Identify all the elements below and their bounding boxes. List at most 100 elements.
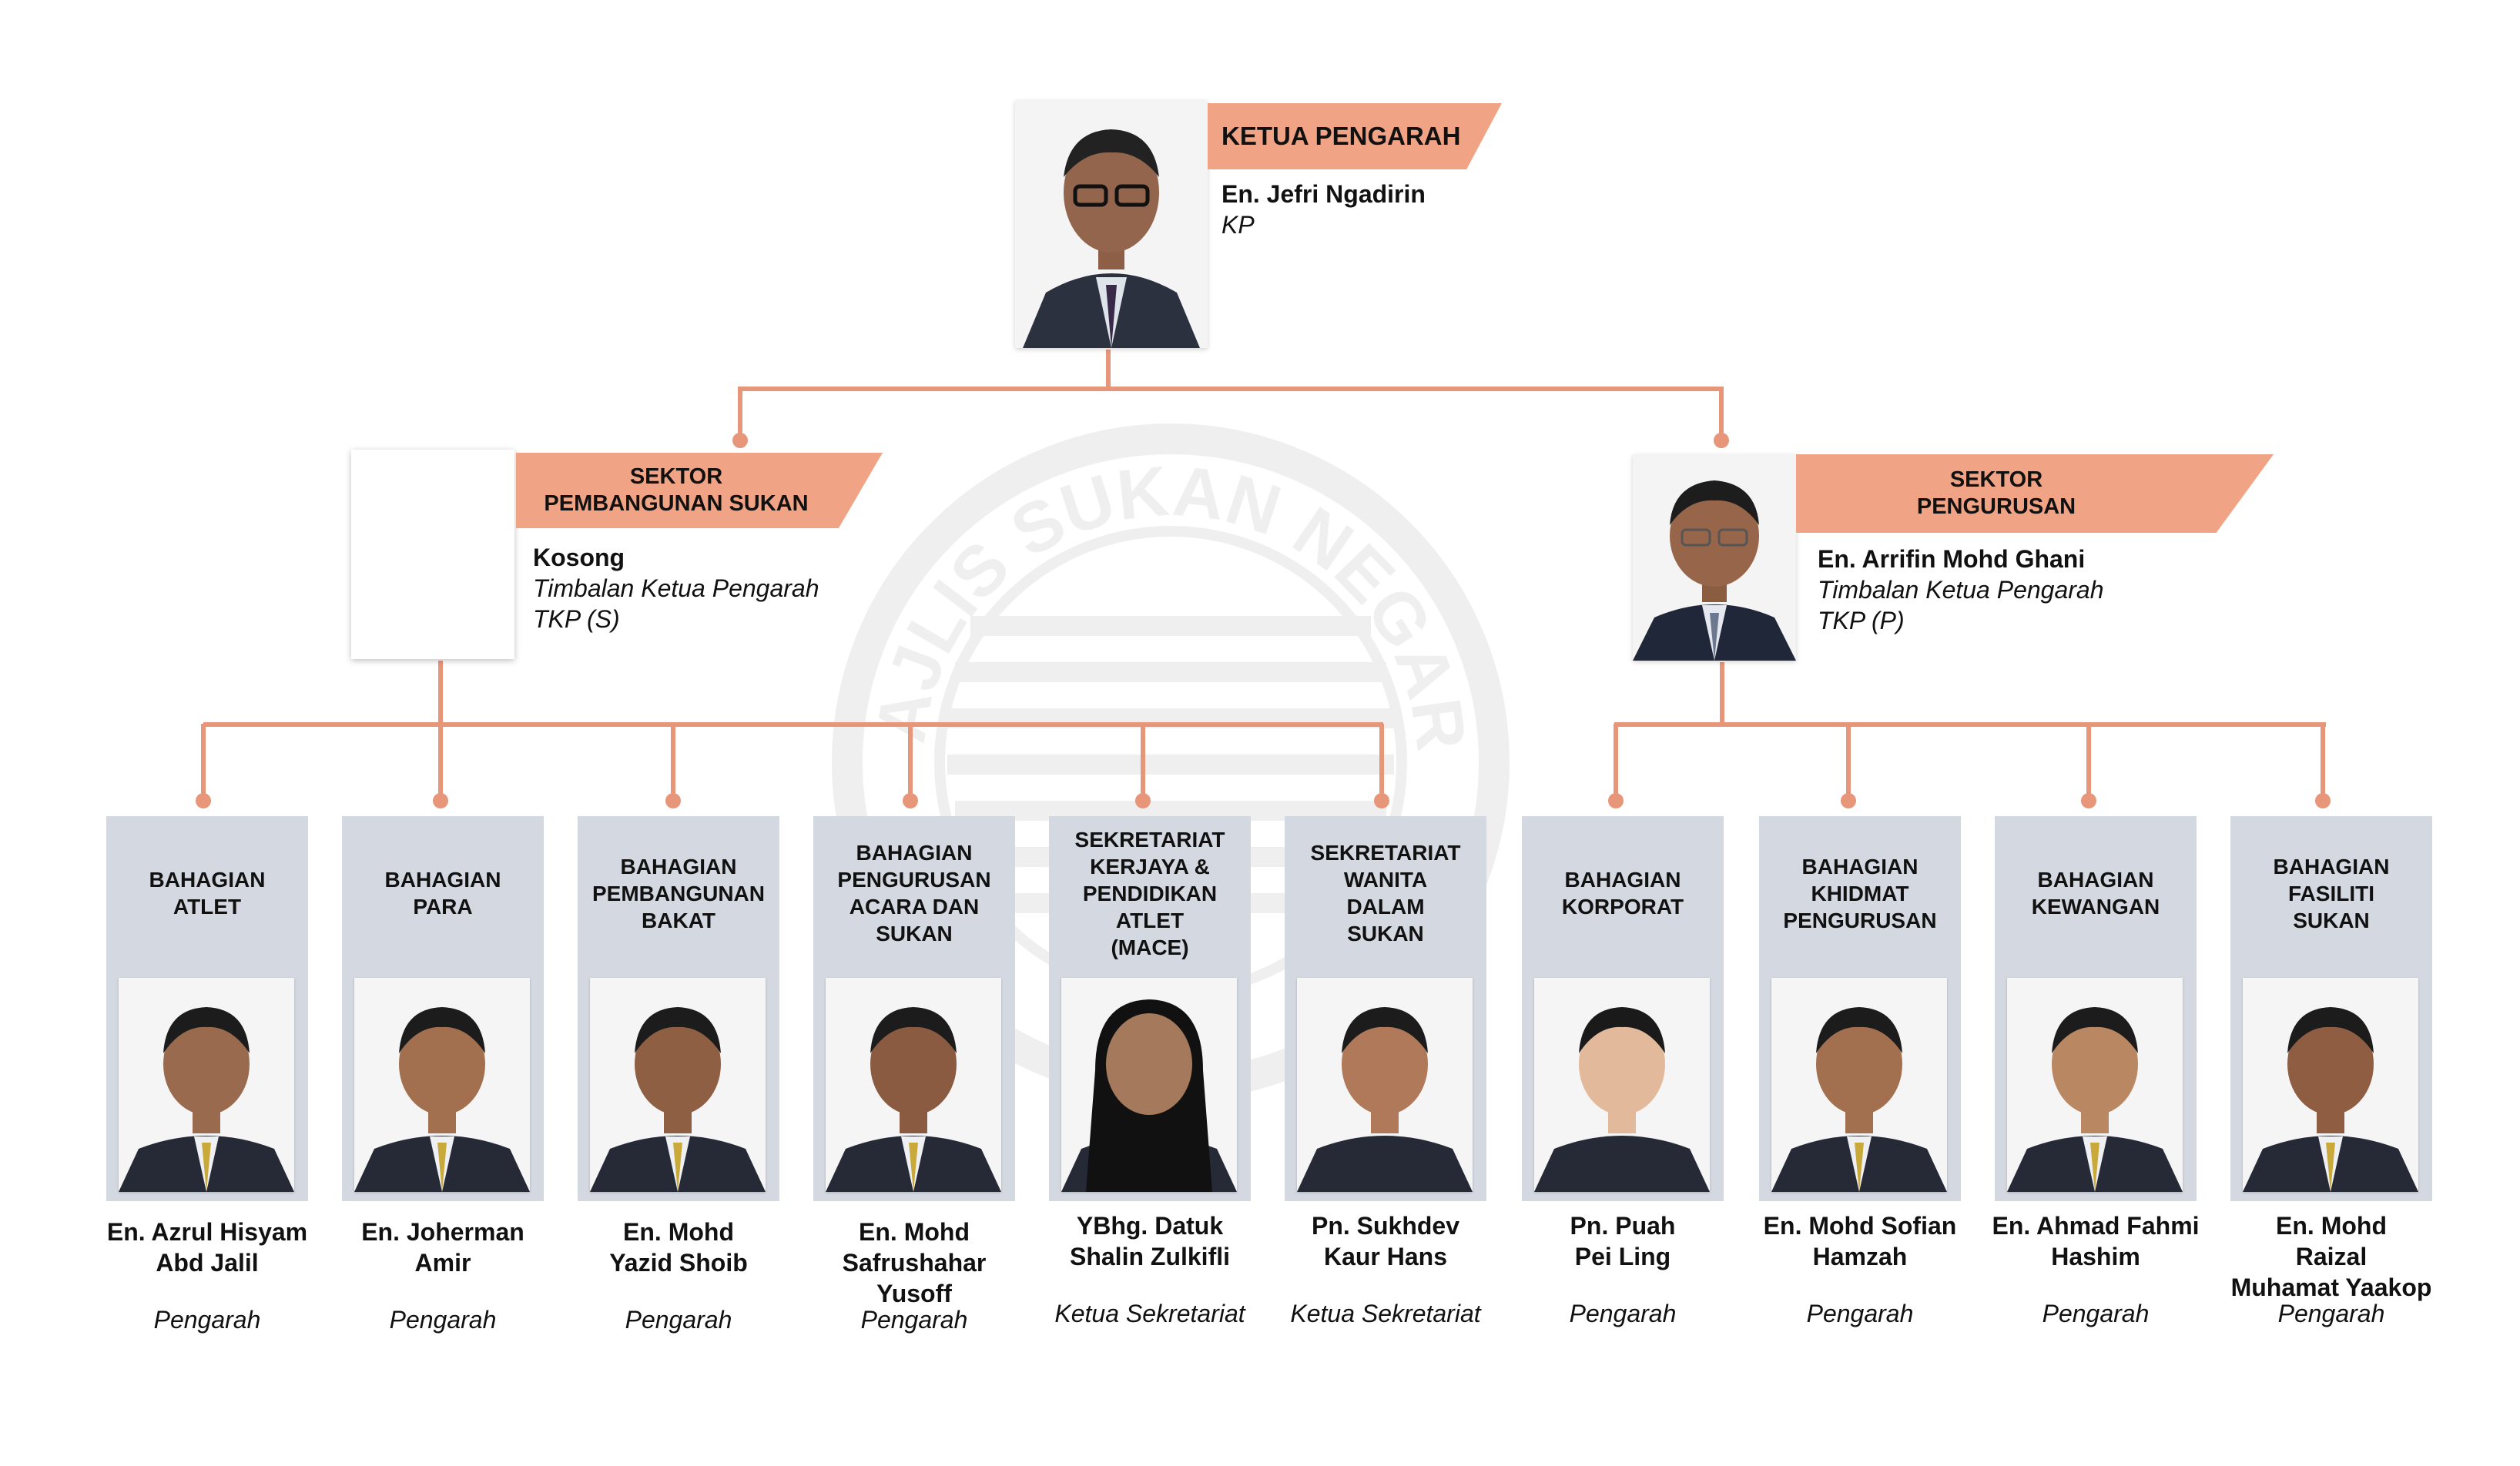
sector-management-code: TKP (P) (1818, 607, 1905, 634)
connector-dot (433, 793, 448, 808)
division-head-photo (1534, 978, 1710, 1192)
sector-management-title: Timbalan Ketua Pengarah (1818, 576, 2104, 604)
connector (1719, 387, 1724, 439)
connector-dot (1841, 793, 1856, 808)
division-head-title: Pengarah (2042, 1300, 2150, 1327)
connector (1141, 724, 1145, 798)
division-title-line: SUKAN (2293, 908, 2370, 932)
division-title-line: KERJAYA & (1090, 854, 1210, 879)
person-portrait-icon (2007, 978, 2183, 1192)
division-head-title: Pengarah (1569, 1300, 1677, 1327)
division-title-line: BAHAGIAN (149, 868, 266, 892)
person-portrait-icon (826, 978, 1001, 1192)
division-title-line: (MACE) (1111, 935, 1189, 959)
division-title-line: KEWANGAN (2031, 895, 2160, 919)
division-title-line: WANITA (1343, 868, 1428, 892)
director-general-title: KP (1221, 211, 1255, 239)
director-general-name: En. Jefri Ngadirin (1221, 180, 1426, 208)
division-title-line: DALAM (1346, 895, 1425, 919)
connector (1379, 724, 1384, 798)
connector (438, 724, 443, 798)
division-head-name-line: YBhg. Datuk (1076, 1212, 1224, 1240)
svg-text:MAJLIS SUKAN NEGARA: MAJLIS SUKAN NEGARA (770, 362, 1481, 755)
division-title-line: BAHAGIAN (1801, 854, 1918, 879)
connector (201, 724, 206, 798)
division-head-photo (590, 978, 766, 1192)
connector-dot (1374, 793, 1389, 808)
division-title-line: SEKRETARIAT (1310, 841, 1461, 865)
division-head-name-line: Yusoff (876, 1280, 952, 1307)
division-head-photo (354, 978, 530, 1192)
division-title-line: BAKAT (642, 908, 715, 932)
division-title-line: ATLET (173, 895, 242, 919)
connector-dot (1714, 433, 1729, 448)
connector (1846, 724, 1851, 798)
connector (738, 387, 742, 439)
connector-dot (196, 793, 211, 808)
division-title-line: SEKRETARIAT (1074, 827, 1225, 852)
sector-management-name: En. Arrifin Mohd Ghani (1818, 545, 2086, 573)
watermark-logo: MAJLIS SUKAN NEGARA (770, 362, 1510, 1101)
division-title-line: BAHAGIAN (384, 868, 501, 892)
division-head-name-line: Pn. Puah (1570, 1212, 1676, 1240)
sector-development-name: Kosong (533, 544, 625, 571)
watermark-text: MAJLIS SUKAN NEGARA (770, 362, 1481, 755)
division-head-name-line: En. Ahmad Fahmi (1992, 1212, 2200, 1240)
connector (908, 724, 913, 798)
sector-development-title: Timbalan Ketua Pengarah (533, 574, 819, 602)
connector (2321, 724, 2325, 798)
sector-management-line1: SEKTOR (1949, 467, 2043, 493)
division-title-line: SUKAN (1347, 922, 1424, 946)
division-head-title: Pengarah (389, 1306, 497, 1334)
sector-management-line2: PENGURUSAN (1916, 494, 2076, 519)
connector-dot (1135, 793, 1151, 808)
division-head-name-line: Pei Ling (1574, 1243, 1671, 1270)
division-head-name-line: Abd Jalil (156, 1249, 259, 1277)
division-head-photo (2243, 978, 2418, 1192)
connector-dot (732, 433, 748, 448)
division-title-line: BAHAGIAN (620, 854, 737, 879)
connector (1614, 722, 2326, 727)
division-head-title: Ketua Sekretariat (1290, 1300, 1481, 1327)
division-head-name-line: En. Mohd Sofian (1763, 1212, 1957, 1240)
sector-development-line1: SEKTOR (629, 464, 723, 490)
sector-development-photo-placeholder (351, 450, 514, 659)
director-general-role: KETUA PENGARAH (1221, 122, 1461, 151)
connector (1614, 724, 1618, 798)
person-portrait-icon (119, 978, 294, 1192)
division-title: BAHAGIAN ATLET (106, 816, 308, 970)
division-head-title: Pengarah (625, 1306, 732, 1334)
division-title-line: ATLET (1115, 908, 1185, 932)
sector-management-banner: SEKTOR PENGURUSAN (1796, 454, 2274, 533)
connector-dot (903, 793, 918, 808)
division-card: BAHAGIAN KEWANGAN (1995, 816, 2197, 1201)
division-title-line: PARA (413, 895, 473, 919)
division-head-name-line: Hamzah (1812, 1243, 1908, 1270)
division-head-name-line: Shalin Zulkifli (1069, 1243, 1230, 1270)
connector (2086, 724, 2091, 798)
division-head-name-line: En. Joherman (361, 1218, 524, 1246)
connector (1720, 662, 1724, 725)
division-head-name-line: En. Mohd (859, 1218, 970, 1246)
division-title: BAHAGIAN PARA (342, 816, 544, 970)
connector (1106, 350, 1111, 390)
division-title-line: KORPORAT (1561, 895, 1684, 919)
division-title-line: BAHAGIAN (2037, 868, 2154, 892)
division-head-title: Ketua Sekretariat (1054, 1300, 1245, 1327)
sector-management-photo (1633, 454, 1796, 661)
division-title-line: FASILITI (2288, 881, 2374, 905)
director-general-role-banner: KETUA PENGARAH (1208, 103, 1502, 169)
sector-development-code: TKP (S) (533, 605, 620, 633)
